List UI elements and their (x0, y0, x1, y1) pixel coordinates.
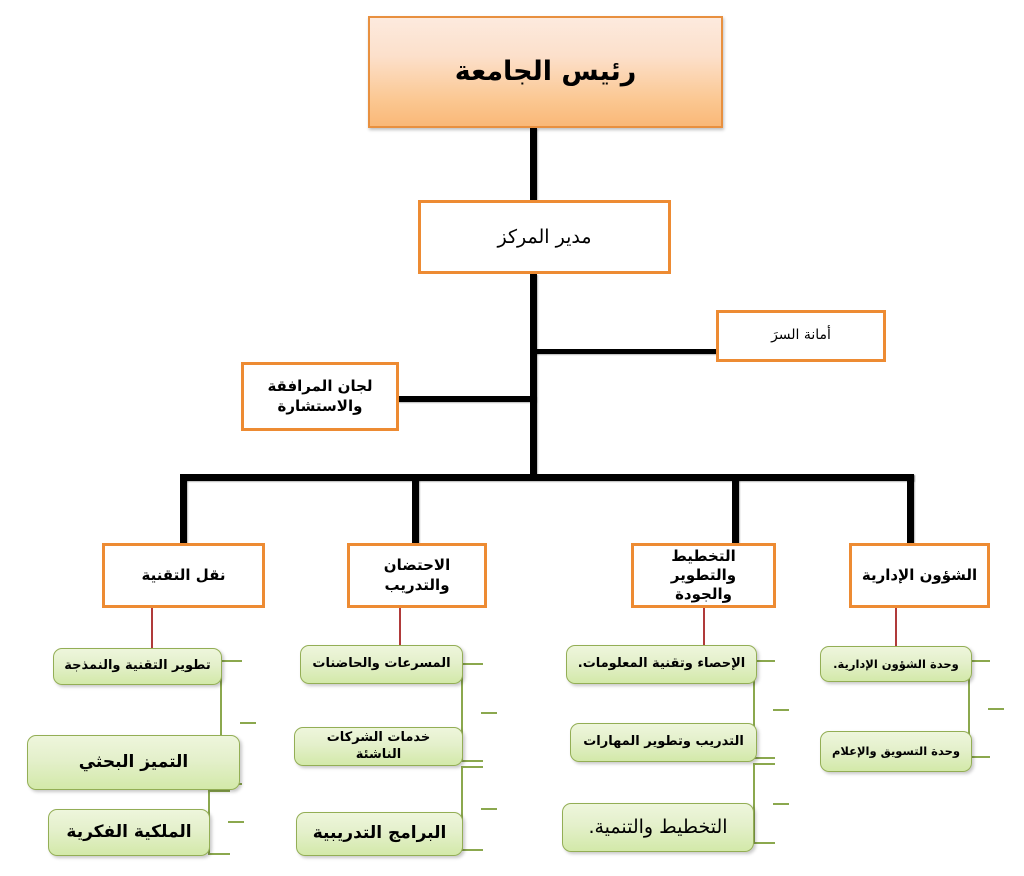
node-unit-administrative-affairs-0[interactable]: وحدة الشؤون الإدارية. (820, 646, 972, 682)
connector-title-to-director (530, 128, 537, 200)
node-unit-technology-transfer-2[interactable]: الملكية الفكرية (48, 809, 210, 856)
unit-label: خدمات الشركات الناشئة (326, 730, 431, 762)
node-unit-administrative-affairs-1[interactable]: وحدة التسويق والإعلام (820, 731, 972, 772)
connector-trunk-to-committees (398, 396, 536, 402)
connector-red-incubation-training (399, 608, 401, 648)
node-unit-technology-transfer-1[interactable]: التميز البحثي (27, 735, 240, 790)
department-label-line1: الشؤون الإدارية (861, 565, 978, 584)
connector-director-trunk (530, 274, 537, 478)
node-center-director-label: مدير المركز (497, 225, 592, 248)
node-university-president-label: رئيس الجامعة (454, 55, 637, 87)
department-label-line1: التخطيط والتطوير (670, 546, 737, 584)
connector-red-planning-quality (703, 608, 705, 648)
bracket-stub-administrative-affairs (988, 708, 1004, 710)
node-department-planning-development-quality[interactable]: التخطيط والتطوير والجودة (631, 543, 776, 608)
node-unit-planning-2[interactable]: التخطيط والتنمية. (562, 803, 754, 852)
bracket-technology-transfer-lower (208, 790, 230, 855)
connector-department-bus (180, 474, 914, 481)
bracket-stub-incubation-upper (481, 712, 497, 714)
department-label-line2: والتدريب (384, 575, 450, 594)
bracket-incubation-upper (461, 663, 483, 762)
node-secretariat-label: أمانة السرَ (771, 327, 831, 344)
bracket-administrative-affairs (968, 660, 990, 758)
bracket-planning-upper (753, 660, 775, 759)
bracket-stub-planning-lower (773, 803, 789, 805)
node-university-president[interactable]: رئيس الجامعة (368, 16, 723, 128)
unit-label: التميز البحثي (78, 751, 189, 772)
bracket-stub-technology-transfer-upper (240, 722, 256, 724)
node-unit-incubation-2[interactable]: البرامج التدريبية (296, 812, 463, 856)
node-department-technology-transfer[interactable]: نقل التقنية (102, 543, 265, 608)
unit-label: التخطيط والتنمية. (588, 815, 728, 838)
bracket-incubation-lower (461, 766, 483, 851)
node-secretariat[interactable]: أمانة السرَ (716, 310, 886, 362)
unit-label: وحدة التسويق والإعلام (831, 744, 961, 759)
bracket-stub-incubation-lower (481, 808, 497, 810)
node-unit-planning-0[interactable]: الإحصاء وتقنية المعلومات. (566, 645, 757, 684)
node-unit-incubation-0[interactable]: المسرعات والحاضنات (300, 645, 463, 684)
node-unit-technology-transfer-0[interactable]: تطوير التقنية والنمذجة (53, 648, 222, 685)
department-label-line1: نقل التقنية (141, 565, 226, 584)
node-committees-label-line1: لجان المرافقة (267, 377, 373, 396)
connector-trunk-to-secretariat (535, 349, 718, 354)
department-label-line1: الاحتضان (383, 556, 451, 575)
unit-label: الإحصاء وتقنية المعلومات. (577, 656, 746, 672)
node-center-director[interactable]: مدير المركز (418, 200, 671, 274)
unit-label: البرامج التدريبية (312, 823, 447, 844)
node-department-administrative-affairs[interactable]: الشؤون الإدارية (849, 543, 990, 608)
connector-red-technology-transfer (151, 608, 153, 648)
node-unit-planning-1[interactable]: التدريب وتطوير المهارات (570, 723, 757, 762)
unit-label: المسرعات والحاضنات (312, 656, 451, 672)
node-department-incubation-training[interactable]: الاحتضان والتدريب (347, 543, 487, 608)
connector-drop-planning-quality (732, 474, 739, 543)
bracket-stub-planning-upper (773, 709, 789, 711)
bracket-planning-lower (753, 763, 775, 844)
connector-drop-administrative-affairs (907, 474, 914, 543)
connector-red-administrative-affairs (895, 608, 897, 648)
unit-label: وحدة الشؤون الإدارية. (833, 656, 959, 671)
unit-label: التدريب وتطوير المهارات (583, 734, 744, 750)
unit-label: الملكية الفكرية (66, 821, 192, 842)
connector-drop-incubation-training (412, 474, 419, 543)
connector-drop-technology-transfer (180, 474, 187, 543)
node-committees[interactable]: لجان المرافقة والاستشارة (241, 362, 399, 431)
node-unit-incubation-1[interactable]: خدمات الشركات الناشئة (294, 727, 463, 766)
node-committees-label-line2: والاستشارة (277, 396, 363, 415)
department-label-line2: والجودة (675, 585, 732, 604)
bracket-stub-technology-transfer-lower (228, 821, 244, 823)
unit-label: تطوير التقنية والنمذجة (64, 658, 211, 674)
